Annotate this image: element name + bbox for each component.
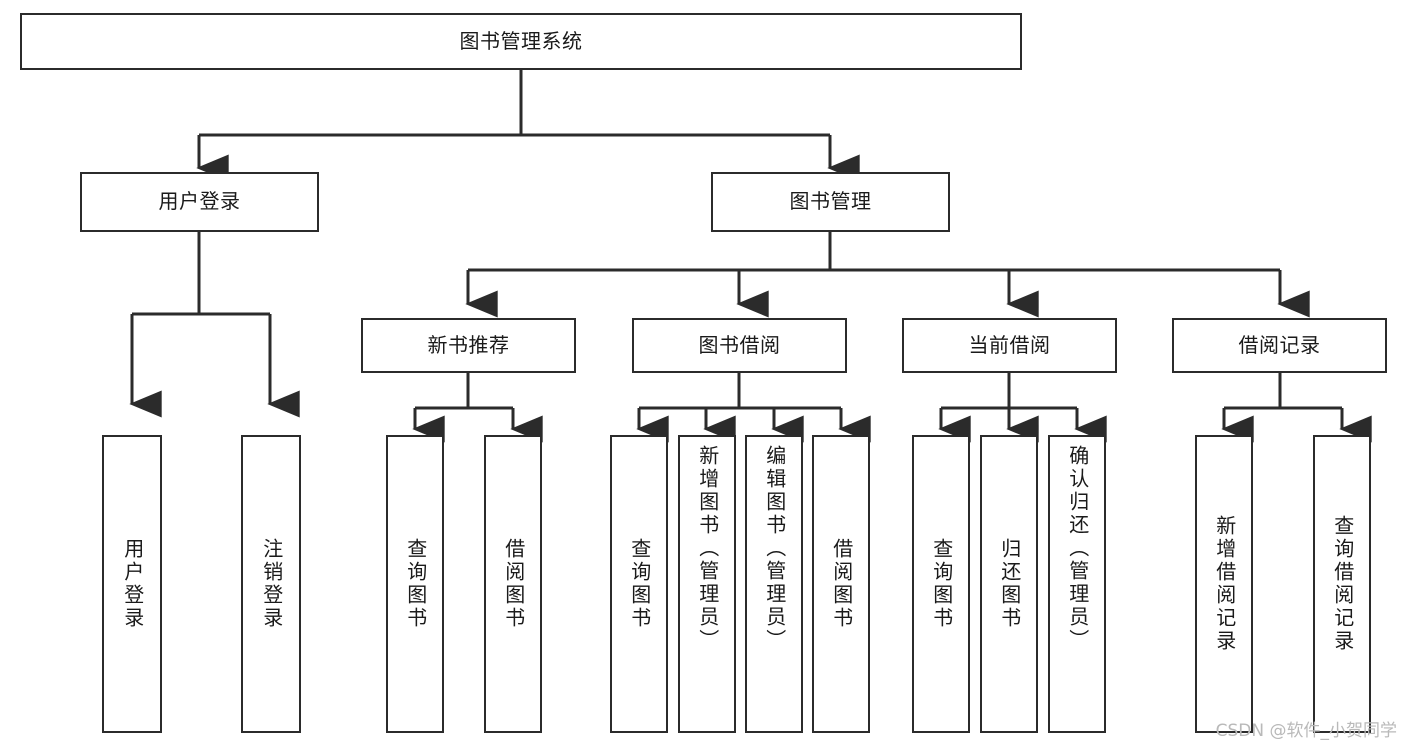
node-leaf-borrow-book-bb[interactable]: 借阅图书 [812,435,870,733]
node-leaf-return-book-label: 归还图书 [997,538,1022,630]
node-current-borrow[interactable]: 当前借阅 [902,318,1117,373]
node-book-manage-label: 图书管理 [789,189,872,214]
node-leaf-add-book-admin[interactable]: 新增图书（管理员） [678,435,736,733]
node-book-manage[interactable]: 图书管理 [711,172,950,232]
node-leaf-confirm-return-admin[interactable]: 确认归还（管理员） [1048,435,1106,733]
node-leaf-query-borrow-record[interactable]: 查询借阅记录 [1313,435,1371,733]
node-leaf-borrow-book-nb-label: 借阅图书 [501,538,526,630]
node-new-book-recommend[interactable]: 新书推荐 [361,318,576,373]
node-user-login[interactable]: 用户登录 [80,172,319,232]
node-leaf-confirm-return-admin-label: 确认归还（管理员） [1065,445,1090,652]
node-borrow-record[interactable]: 借阅记录 [1172,318,1387,373]
node-root-system-label: 图书管理系统 [459,28,583,53]
node-user-login-label: 用户登录 [158,189,241,214]
node-leaf-logout-label: 注销登录 [259,538,284,630]
node-leaf-query-book-bb-label: 查询图书 [627,538,652,630]
node-leaf-user-login[interactable]: 用户登录 [102,435,162,733]
node-leaf-return-book[interactable]: 归还图书 [980,435,1038,733]
node-leaf-query-book-bb[interactable]: 查询图书 [610,435,668,733]
node-leaf-edit-book-admin[interactable]: 编辑图书（管理员） [745,435,803,733]
node-root-system[interactable]: 图书管理系统 [20,13,1022,70]
node-borrow-record-label: 借阅记录 [1238,332,1321,357]
node-new-book-recommend-label: 新书推荐 [427,332,510,357]
node-book-borrow[interactable]: 图书借阅 [632,318,847,373]
node-leaf-user-login-label: 用户登录 [120,538,145,630]
node-leaf-borrow-book-nb[interactable]: 借阅图书 [484,435,542,733]
node-leaf-edit-book-admin-label: 编辑图书（管理员） [762,445,787,652]
node-leaf-query-book-cb[interactable]: 查询图书 [912,435,970,733]
node-leaf-add-borrow-record[interactable]: 新增借阅记录 [1195,435,1253,733]
node-leaf-borrow-book-bb-label: 借阅图书 [829,538,854,630]
node-leaf-query-borrow-record-label: 查询借阅记录 [1330,515,1355,653]
node-leaf-query-book-nb-label: 查询图书 [403,538,428,630]
node-leaf-query-book-cb-label: 查询图书 [929,538,954,630]
node-leaf-add-borrow-record-label: 新增借阅记录 [1212,515,1237,653]
node-leaf-add-book-admin-label: 新增图书（管理员） [695,445,720,652]
node-leaf-logout[interactable]: 注销登录 [241,435,301,733]
node-book-borrow-label: 图书借阅 [698,332,781,357]
node-leaf-query-book-nb[interactable]: 查询图书 [386,435,444,733]
node-current-borrow-label: 当前借阅 [968,332,1051,357]
